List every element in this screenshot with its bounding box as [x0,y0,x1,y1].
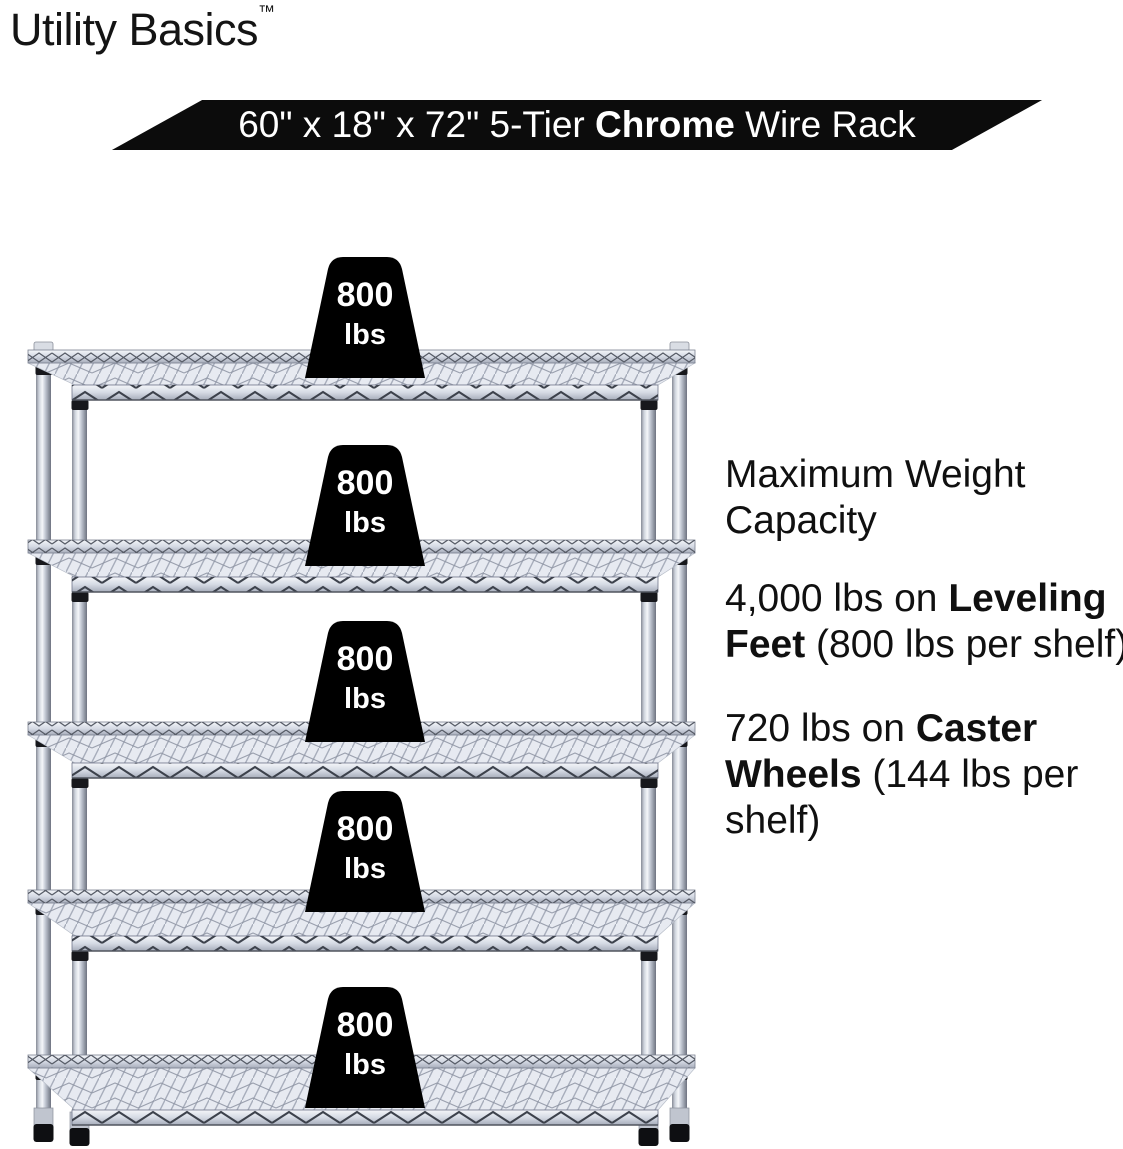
banner-title: 60" x 18" x 72" 5-Tier Chrome Wire Rack [157,100,997,150]
weight-capacity-badge: 800 lbs [303,789,427,912]
brand-logo: Utility Basics™ [10,2,275,56]
trademark-symbol: ™ [258,2,276,21]
leveling-bold: Leveling Feet [725,577,1107,667]
caster-suffix: (144 lbs per shelf) [725,753,1079,843]
caster-bold: Caster Wheels [725,707,1038,797]
leveling-suffix: (800 lbs per shelf) [805,623,1123,667]
brand-name: Utility Basics [10,4,259,55]
weight-value: 800 [336,464,394,502]
weight-capacity-badge: 800 lbs [303,985,427,1108]
weight-value: 800 [336,276,394,314]
weight-value: 800 [336,1006,394,1044]
weight-capacity-badge: 800 lbs [303,619,427,742]
banner-title-emphasis: Chrome [595,104,735,145]
capacity-heading: Maximum Weight Capacity [725,453,1026,543]
capacity-caster-wheels: 720 lbs on Caster Wheels (144 lbs per sh… [725,706,1123,844]
banner-title-suffix: Wire Rack [734,104,916,145]
title-banner: 60" x 18" x 72" 5-Tier Chrome Wire Rack [111,100,1043,150]
caster-prefix: 720 lbs on [725,707,916,751]
weight-shape [305,257,425,378]
weight-unit: lbs [344,319,386,351]
banner-title-prefix: 60" x 18" x 72" 5-Tier [238,104,596,145]
weight-unit: lbs [344,1049,386,1081]
weight-shape [305,987,425,1108]
capacity-info: Maximum Weight Capacity 4,000 lbs on Lev… [725,452,1123,882]
weight-unit: lbs [344,853,386,885]
capacity-leveling-feet: 4,000 lbs on Leveling Feet (800 lbs per … [725,576,1123,668]
weight-unit: lbs [344,683,386,715]
leveling-prefix: 4,000 lbs on [725,577,949,621]
weight-unit: lbs [344,507,386,539]
weight-value: 800 [336,640,394,678]
weight-shape [305,445,425,566]
weight-shape [305,791,425,912]
weight-value: 800 [336,810,394,848]
weight-shape [305,621,425,742]
weight-capacity-badge: 800 lbs [303,255,427,378]
weight-capacity-badge: 800 lbs [303,443,427,566]
